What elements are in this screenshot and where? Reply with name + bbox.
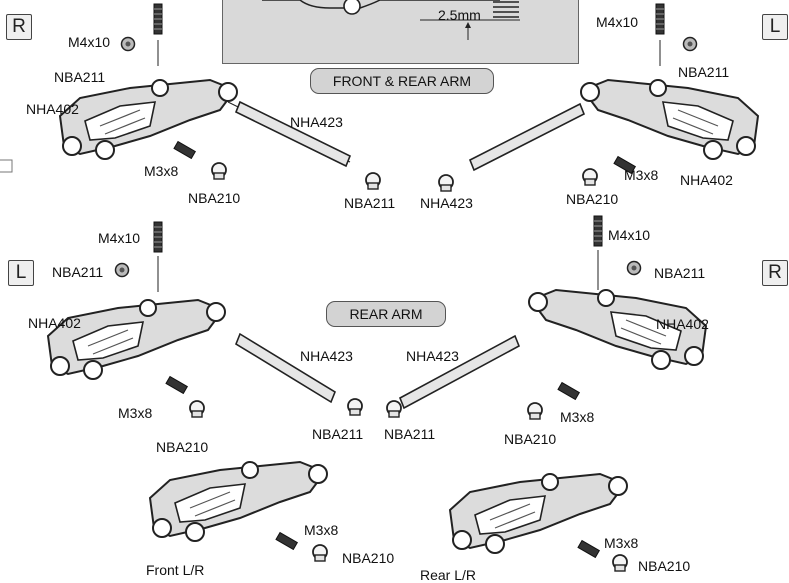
part-label-set-screw: M3x8 [560, 409, 595, 425]
part-label-set-screw: M3x8 [624, 167, 659, 183]
part-label-ball: NBA210 [342, 550, 395, 566]
part-label-hinge-pin: NHA423 [406, 348, 459, 364]
part-label-set-screw: M3x8 [304, 522, 339, 538]
side-badge-right: R [6, 14, 32, 40]
part-label-arm: NHA402 [28, 315, 81, 331]
part-label-screw: M4x10 [608, 227, 651, 243]
part-label-hinge-pin: NHA423 [290, 114, 343, 130]
detail-inset [222, 0, 579, 64]
part-label-arm: NHA402 [26, 101, 79, 117]
part-label-pin-ball: NBA211 [678, 64, 730, 80]
part-label-arm: NHA402 [656, 316, 709, 332]
part-label-ball: NBA210 [638, 558, 691, 574]
dimension-label: 2.5mm [438, 7, 481, 23]
part-label-screw: M4x10 [68, 34, 111, 50]
part-label-pin-ball: NBA211 [54, 69, 106, 85]
part-label-end-ball: NBA211 [384, 426, 436, 442]
side-badge-left: L [8, 260, 34, 286]
part-label-ball: NBA210 [566, 191, 619, 207]
part-label-set-screw: M3x8 [118, 405, 153, 421]
part-label-pin-ball: NBA211 [654, 265, 706, 281]
side-badge-left: L [762, 14, 788, 40]
part-label-ball: NBA210 [188, 190, 241, 206]
part-label-ball: NBA210 [156, 439, 209, 455]
part-label-arm: NHA402 [680, 172, 733, 188]
part-label-hinge-pin: NHA423 [420, 195, 473, 211]
section-title-front-rear-arm: FRONT & REAR ARM [310, 68, 494, 94]
caption-front: Front L/R [146, 562, 205, 578]
part-label-pin-ball: NBA211 [52, 264, 104, 280]
part-label-screw: M4x10 [98, 230, 141, 246]
side-badge-right: R [762, 260, 788, 286]
part-label-set-screw: M3x8 [144, 163, 179, 179]
part-label-set-screw: M3x8 [604, 535, 639, 551]
caption-rear: Rear L/R [420, 567, 477, 583]
part-label-end-ball: NBA211 [344, 195, 396, 211]
part-label-ball: NBA210 [504, 431, 557, 447]
part-label-hinge-pin: NHA423 [300, 348, 353, 364]
part-label-screw: M4x10 [596, 14, 639, 30]
section-title-rear-arm: REAR ARM [326, 301, 446, 327]
part-label-end-ball: NBA211 [312, 426, 364, 442]
